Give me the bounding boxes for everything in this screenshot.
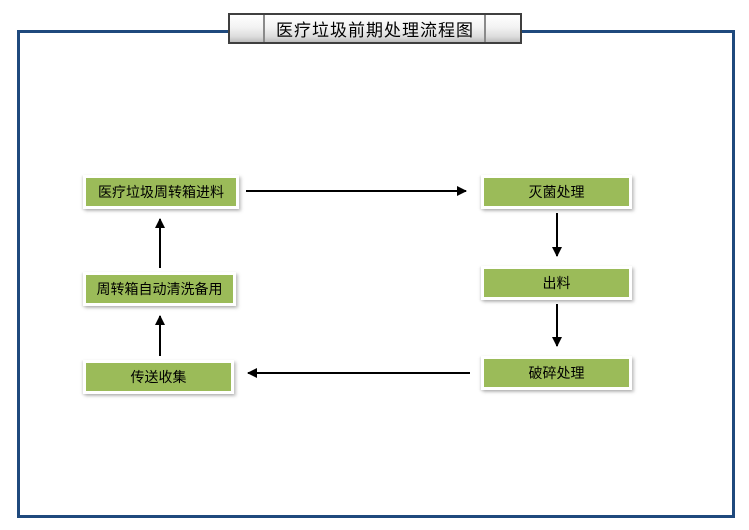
flow-node-discharge: 出料: [481, 266, 632, 300]
flow-node-crush: 破碎处理: [481, 356, 632, 390]
title-divider-right: [484, 15, 486, 42]
diagram-title: 医疗垃圾前期处理流程图: [276, 21, 474, 40]
flow-node-clean: 周转箱自动清洗备用: [83, 272, 236, 306]
flow-node-collect: 传送收集: [83, 360, 234, 394]
flow-node-feed: 医疗垃圾周转箱进料: [83, 175, 239, 209]
flow-node-crush-label: 破碎处理: [528, 365, 585, 381]
flow-node-collect-label: 传送收集: [130, 369, 187, 385]
flow-node-sterilize-label: 灭菌处理: [528, 184, 585, 200]
diagram-title-banner: 医疗垃圾前期处理流程图: [228, 13, 522, 44]
flow-node-sterilize: 灭菌处理: [481, 175, 632, 209]
flow-node-clean-label: 周转箱自动清洗备用: [96, 281, 223, 297]
title-divider-left: [263, 15, 265, 42]
flow-node-feed-label: 医疗垃圾周转箱进料: [98, 184, 224, 200]
flow-node-discharge-label: 出料: [542, 275, 571, 291]
